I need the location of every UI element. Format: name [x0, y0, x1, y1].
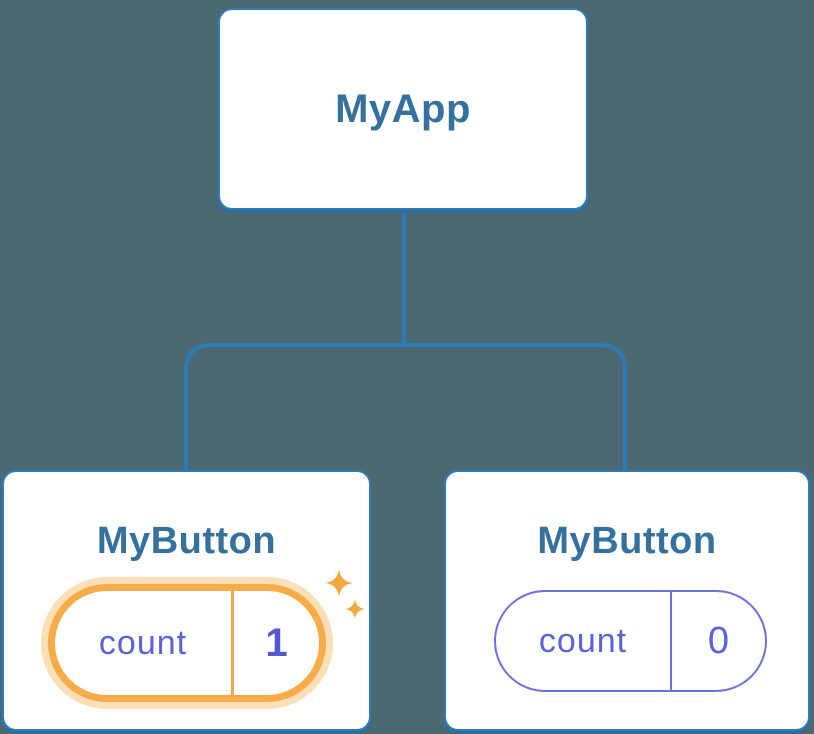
- node-title: MyButton: [537, 520, 717, 562]
- node-mybutton-1: MyButton count 1: [2, 470, 371, 731]
- node-title: MyApp: [335, 86, 471, 131]
- state-divider: [670, 592, 672, 690]
- state-badge: count 0: [494, 590, 767, 692]
- state-divider: [231, 591, 234, 695]
- node-myapp: MyApp: [218, 8, 588, 210]
- state-value: 0: [707, 619, 730, 662]
- state-label: count: [538, 621, 628, 660]
- state-value: 1: [265, 620, 288, 665]
- state-label: count: [98, 623, 188, 662]
- state-badge-highlighted: count 1: [48, 584, 326, 702]
- sparkles-icon: [322, 566, 372, 622]
- node-title: MyButton: [96, 520, 277, 562]
- node-mybutton-2: MyButton count 0: [444, 470, 810, 731]
